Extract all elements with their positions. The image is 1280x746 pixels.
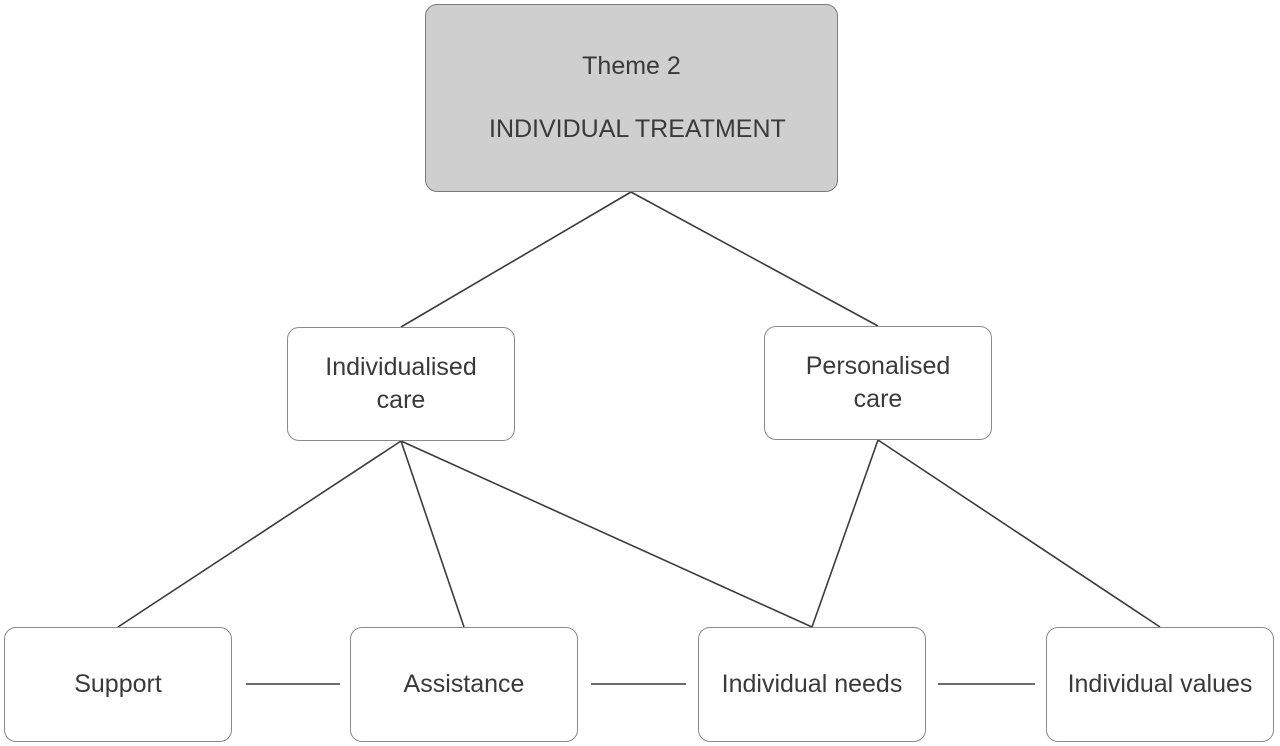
node-assistance-label: Assistance xyxy=(403,670,525,698)
node-individual-needs: Individual needs xyxy=(698,627,926,742)
node-individual-values: Individual values xyxy=(1046,627,1274,742)
node-individualised-care-label-line1: Individualised xyxy=(325,353,477,381)
node-individual-values-label: Individual values xyxy=(1067,670,1253,698)
connector-individualised-care-to-individual-needs xyxy=(400,440,813,628)
connector-individualised-care-to-assistance xyxy=(400,440,465,628)
node-support-label: Support xyxy=(74,670,162,698)
theme-node: Theme 2 INDIVIDUAL TREATMENT xyxy=(425,4,838,192)
node-personalised-care-label-line1: Personalised xyxy=(805,352,951,380)
connector-root-to-individualised-care xyxy=(400,191,632,328)
node-support: Support xyxy=(4,627,232,742)
node-assistance: Assistance xyxy=(350,627,578,742)
connector-personalised-care-to-individual-values xyxy=(877,439,1161,628)
node-individualised-care-label-line2: care xyxy=(376,386,426,414)
node-personalised-care-label-line2: care xyxy=(853,385,903,413)
node-personalised-care: Personalised care xyxy=(764,326,992,440)
connector-root-to-personalised-care xyxy=(630,191,879,327)
connector-personalised-care-to-individual-needs xyxy=(811,439,879,628)
theme-title: INDIVIDUAL TREATMENT xyxy=(489,115,786,143)
theme-number: Theme 2 xyxy=(582,52,681,80)
connector-individualised-care-to-support xyxy=(117,440,402,628)
node-individual-needs-label: Individual needs xyxy=(721,670,903,698)
node-individualised-care: Individualised care xyxy=(287,327,515,441)
